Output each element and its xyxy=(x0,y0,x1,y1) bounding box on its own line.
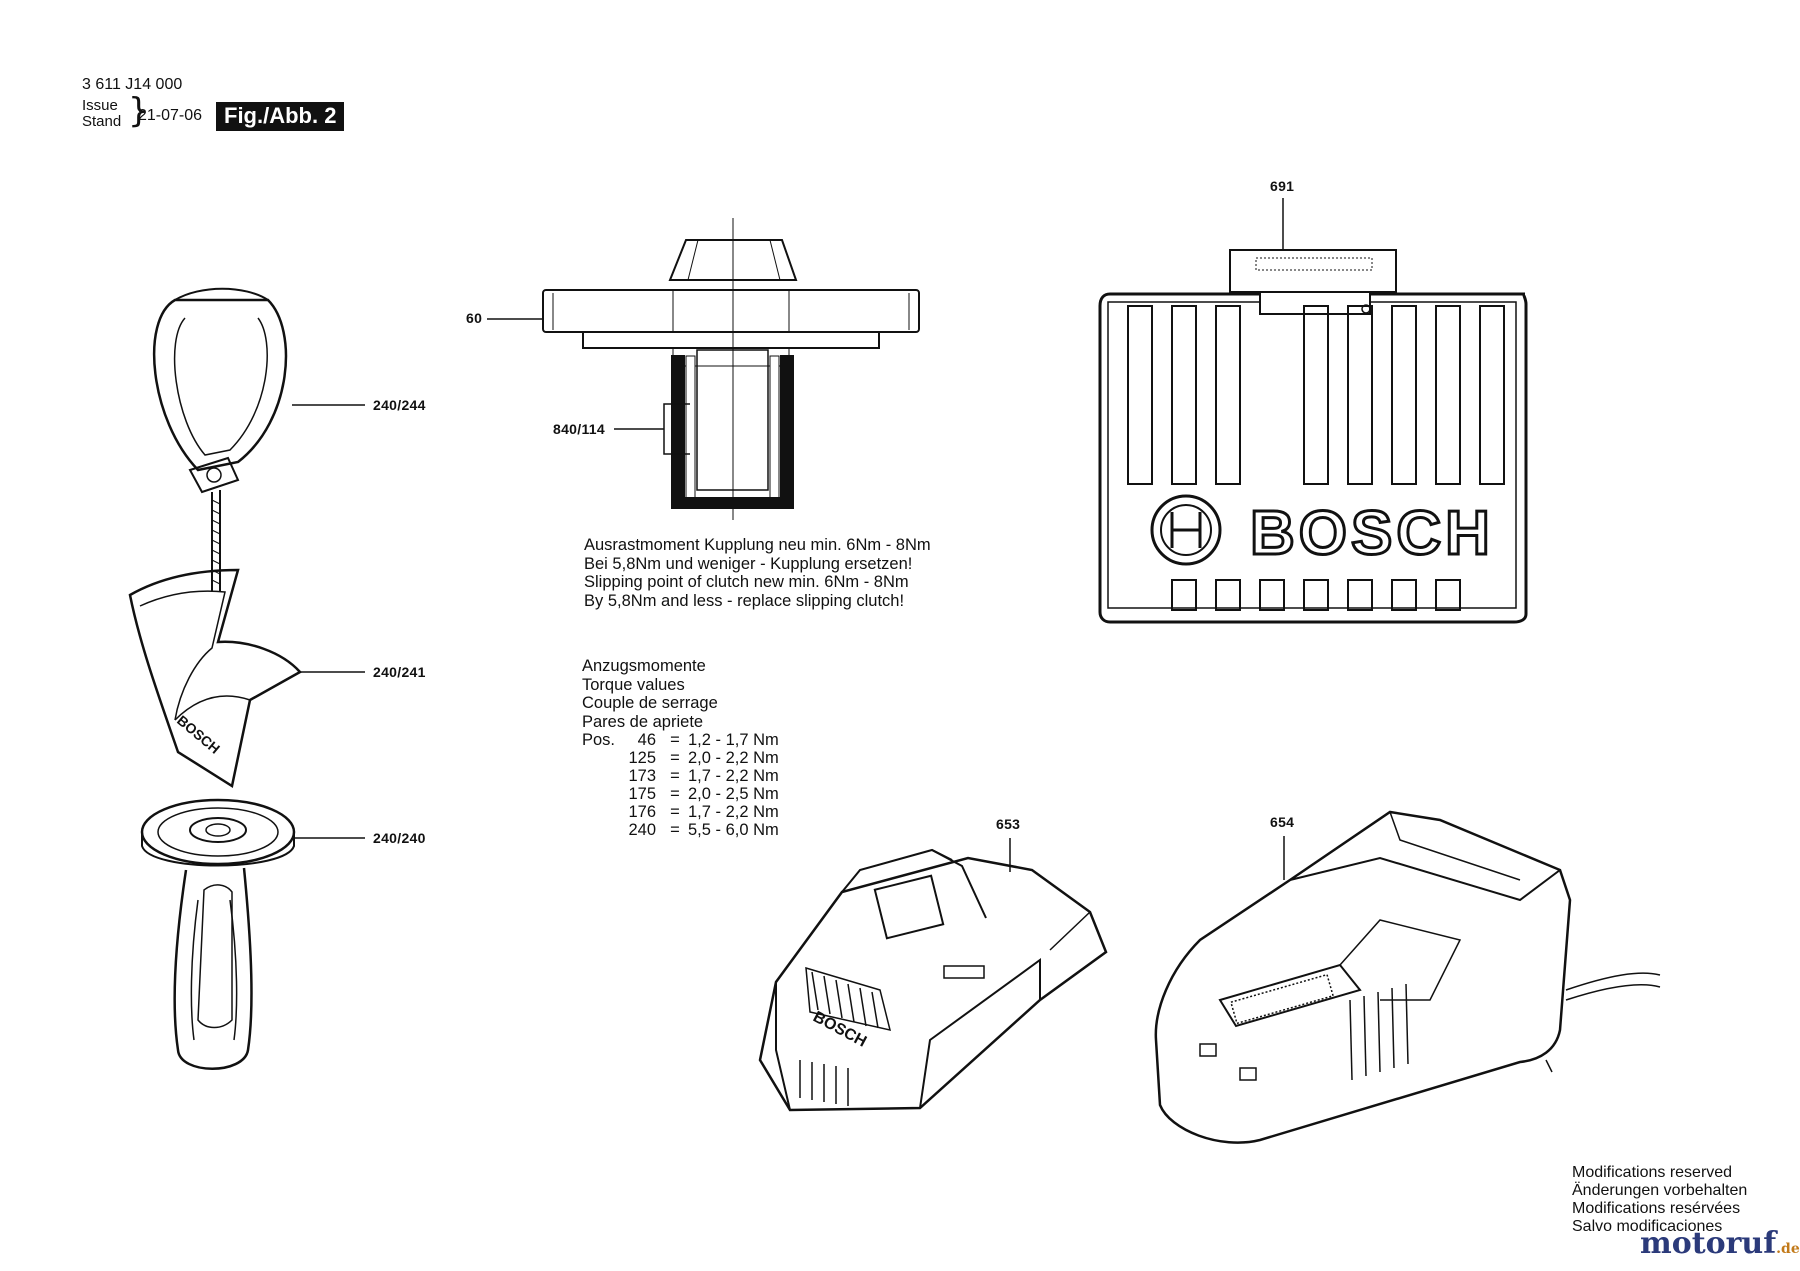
clutch-note-line: Bei 5,8Nm und weniger - Kupplung ersetze… xyxy=(584,554,913,573)
callout-840-114: 840/114 xyxy=(553,421,605,437)
pos-label: Pos. xyxy=(582,731,616,749)
issue-date: 21-07-06 xyxy=(138,107,203,124)
equals: = xyxy=(670,767,680,785)
torque-row: 175 = 2,0 - 2,5 Nm xyxy=(582,785,779,803)
clutch-note-line: Ausrastmoment Kupplung neu min. 6Nm - 8N… xyxy=(584,536,931,554)
equals: = xyxy=(670,749,680,767)
torque-value: 1,7 - 2,2 Nm xyxy=(688,767,779,785)
torque-value: 2,0 - 2,2 Nm xyxy=(688,749,779,767)
callout-654: 654 xyxy=(1270,814,1295,830)
callout-60: 60 xyxy=(466,310,483,326)
equals: = xyxy=(670,803,680,821)
svg-text:BOSCH: BOSCH xyxy=(810,1009,869,1051)
torque-title: Anzugsmomente xyxy=(582,657,706,675)
pos-number: 240 xyxy=(628,821,656,839)
carrying-case-drawing xyxy=(1098,198,1528,624)
torque-block: Anzugsmomente Torque values Couple de se… xyxy=(582,657,779,839)
modifications-line: Salvo modificaciones xyxy=(1572,1218,1723,1235)
modifications-line: Modifications reserved xyxy=(1572,1164,1733,1181)
callout-240-241: 240/241 xyxy=(373,664,426,680)
issue-label: Issue xyxy=(82,97,118,114)
callout-240-240: 240/240 xyxy=(373,830,426,846)
equals: = xyxy=(670,821,680,839)
logo-tld: .de xyxy=(1776,1241,1800,1257)
pos-number: 173 xyxy=(628,767,656,785)
side-handle-drawing xyxy=(140,798,365,1070)
modifications-note: Modifications reserved Änderungen vorbeh… xyxy=(1572,1164,1747,1236)
modifications-line: Änderungen vorbehalten xyxy=(1572,1182,1748,1199)
clutch-note-line: Slipping point of clutch new min. 6Nm - … xyxy=(584,573,909,591)
torque-value: 2,0 - 2,5 Nm xyxy=(688,785,779,803)
equals: = xyxy=(670,785,680,803)
clutch-note-line: By 5,8Nm and less - replace slipping clu… xyxy=(584,591,905,610)
pos-number: 125 xyxy=(628,749,656,767)
issue-stand-labels: Issue Stand xyxy=(82,98,121,130)
torque-row: 240 = 5,5 - 6,0 Nm xyxy=(582,821,779,839)
torque-title: Torque values xyxy=(582,675,685,694)
logo-name: motoruf xyxy=(1640,1226,1777,1261)
charger-drawing xyxy=(1154,810,1661,1144)
pos-number: 46 xyxy=(637,731,656,749)
case-brand-text: BOSCH xyxy=(1249,498,1494,570)
brace-icon: } xyxy=(128,91,150,131)
torque-title: Couple de serrage xyxy=(582,694,718,712)
motoruf-logo[interactable]: motoruf.de xyxy=(1640,1226,1800,1261)
torque-row: 176 = 1,7 - 2,2 Nm xyxy=(582,803,779,821)
equals: = xyxy=(670,731,680,749)
callout-653: 653 xyxy=(996,816,1021,832)
pos-number: 176 xyxy=(628,803,656,821)
callout-240-244: 240/244 xyxy=(373,397,426,413)
torque-row: 125 = 2,0 - 2,2 Nm xyxy=(582,749,779,767)
torque-value: 1,7 - 2,2 Nm xyxy=(688,803,779,821)
part-number: 3 611 J14 000 xyxy=(82,76,183,93)
torque-table: Pos. 46 = 1,2 - 1,7 Nm 125 = 2,0 - 2,2 N… xyxy=(582,731,779,839)
battery-pack-drawing: BOSCH xyxy=(758,838,1108,1112)
clamp-band-drawing xyxy=(152,287,365,592)
torque-value: 5,5 - 6,0 Nm xyxy=(688,821,779,839)
stand-label: Stand xyxy=(82,113,122,130)
torque-row: 173 = 1,7 - 2,2 Nm xyxy=(582,767,779,785)
figure-label: Fig./Abb. 2 xyxy=(216,102,345,131)
modifications-line: Modifications resérvées xyxy=(1572,1200,1741,1217)
callout-691: 691 xyxy=(1270,178,1295,194)
torque-row: Pos. 46 = 1,2 - 1,7 Nm xyxy=(582,731,779,749)
pos-number: 175 xyxy=(628,785,656,803)
svg-text:BOSCH: BOSCH xyxy=(174,712,223,757)
torque-value: 1,2 - 1,7 Nm xyxy=(688,731,779,749)
clutch-note: Ausrastmoment Kupplung neu min. 6Nm - 8N… xyxy=(584,536,931,610)
grip-shell-drawing: BOSCH xyxy=(128,568,365,789)
torque-title: Pares de apriete xyxy=(582,712,704,731)
clutch-section-drawing xyxy=(487,218,920,520)
